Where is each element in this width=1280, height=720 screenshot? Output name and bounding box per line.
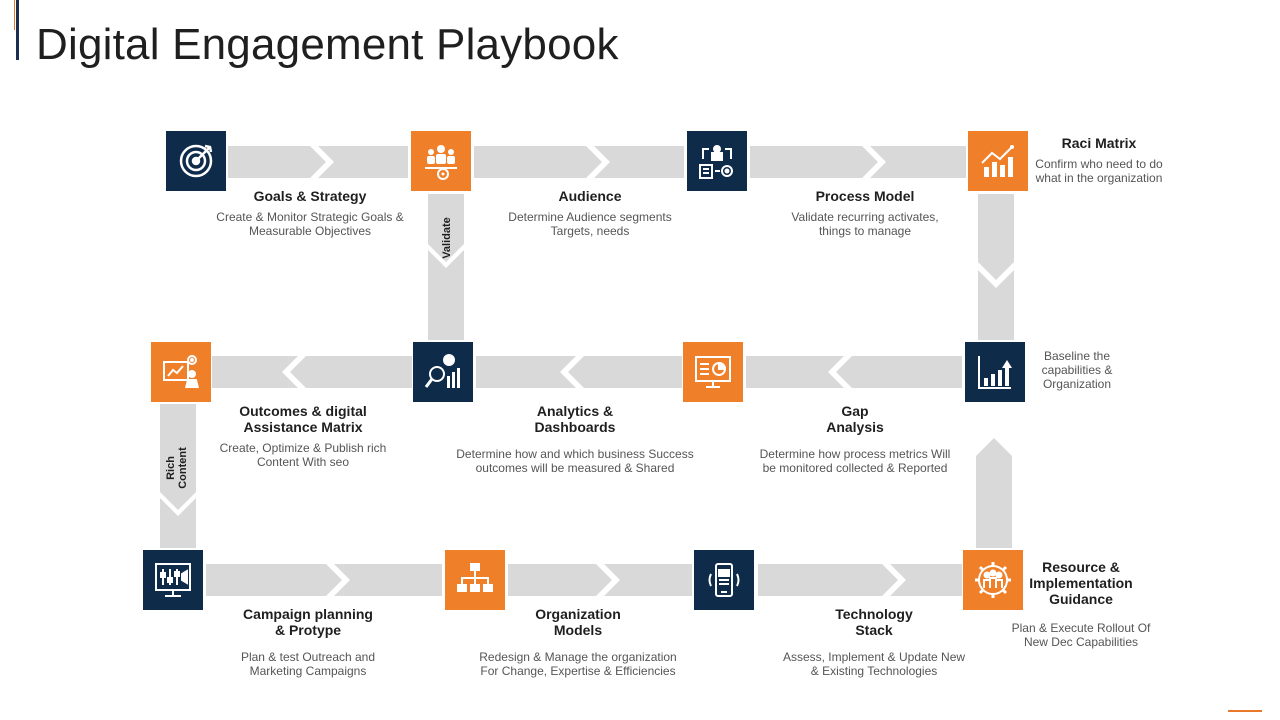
resource-label: Resource & Implementation Guidance Plan …: [1006, 559, 1156, 649]
baseline-tile[interactable]: [965, 342, 1025, 402]
audience-label: Audience Determine Audience segments Tar…: [490, 188, 690, 238]
arrow-r2-f: [212, 356, 298, 388]
process-tile[interactable]: [687, 131, 747, 191]
gap-tile[interactable]: [683, 342, 743, 402]
org-title: Organization Models: [535, 606, 621, 638]
goals-desc: Create & Monitor Strategic Goals & Measu…: [216, 210, 404, 238]
goals-title: Goals & Strategy: [253, 188, 367, 204]
org-chart-icon: [457, 563, 493, 592]
arrow-r2-d: [476, 356, 576, 388]
goals-tile[interactable]: [166, 131, 226, 191]
tech-label: Technology Stack Assess, Implement & Upd…: [764, 606, 984, 678]
audience-title: Audience: [558, 188, 622, 204]
corner-accent-line: [1228, 710, 1262, 712]
arrow-validate-a: [428, 194, 464, 262]
arrow-r3-b: [334, 564, 442, 596]
org-label: Organization Models Redesign & Manage th…: [463, 606, 693, 678]
raci-title: Raci Matrix: [1061, 135, 1137, 151]
resource-title: Resource & Implementation Guidance: [1029, 559, 1133, 607]
arrow-rich-b: [160, 498, 196, 548]
arrow-down-raci-a: [978, 194, 1014, 280]
raci-tile[interactable]: [968, 131, 1028, 191]
bar-chart-icon: [978, 356, 1012, 389]
arrow-r3-f: [890, 564, 962, 596]
arrow-r1-d: [594, 146, 684, 178]
arrow-r3-a: [206, 564, 342, 596]
goals-label: Goals & Strategy Create & Monitor Strate…: [210, 188, 410, 238]
resource-desc: Plan & Execute Rollout Of New Dec Capabi…: [1011, 621, 1151, 649]
arrow-r2-b: [746, 356, 844, 388]
org-desc: Redesign & Manage the organization For C…: [479, 650, 677, 678]
arrow-validate-b: [428, 250, 464, 340]
title-accent-bar: [14, 0, 19, 60]
audience-icon: [425, 145, 457, 180]
analytics-title: Analytics & Dashboards: [534, 403, 616, 435]
campaign-tile[interactable]: [143, 550, 203, 610]
arrow-r3-e: [758, 564, 898, 596]
process-desc: Validate recurring activates, things to …: [791, 210, 939, 238]
presentation-icon: [163, 355, 199, 389]
process-icon: [699, 145, 733, 179]
outcomes-tile[interactable]: [151, 342, 211, 402]
raci-label: Raci Matrix Confirm who need to do what …: [1024, 135, 1174, 185]
tech-title: Technology Stack: [835, 606, 913, 638]
campaign-icon: [155, 563, 191, 597]
arrow-r2-a: [836, 356, 962, 388]
campaign-label: Campaign planning & Protype Plan & test …: [208, 606, 408, 678]
arrow-r1-f: [870, 146, 966, 178]
mobile-tech-icon: [708, 563, 740, 597]
campaign-title: Campaign planning & Protype: [243, 606, 373, 638]
tech-desc: Assess, Implement & Update New & Existin…: [782, 650, 966, 678]
baseline-label: Baseline the capabilities & Organization: [1020, 349, 1134, 391]
arrow-r3-c: [508, 564, 612, 596]
arrow-down-raci-b: [978, 270, 1014, 340]
analytics-desc: Determine how and which business Success…: [456, 447, 694, 475]
outcomes-label: Outcomes & digital Assistance Matrix Cre…: [203, 403, 403, 469]
outcomes-title: Outcomes & digital Assistance Matrix: [239, 403, 367, 435]
arrow-r2-c: [568, 356, 682, 388]
arrow-up-resource: [976, 438, 1012, 548]
audience-tile[interactable]: [411, 131, 471, 191]
validate-label: Validate: [441, 217, 453, 259]
raci-desc: Confirm who need to do what in the organ…: [1035, 157, 1163, 185]
baseline-desc: Baseline the capabilities & Organization: [1041, 349, 1113, 391]
analytics-label: Analytics & Dashboards Determine how and…: [445, 403, 705, 475]
team-gear-icon: [975, 562, 1011, 598]
target-icon: [179, 144, 213, 178]
process-label: Process Model Validate recurring activat…: [765, 188, 965, 238]
page-title: Digital Engagement Playbook: [36, 20, 619, 69]
audience-desc: Determine Audience segments Targets, nee…: [508, 210, 672, 238]
arrow-r3-d: [604, 564, 692, 596]
growth-chart-icon: [981, 145, 1014, 177]
resource-tile[interactable]: [963, 550, 1023, 610]
outcomes-desc: Create, Optimize & Publish rich Content …: [219, 441, 387, 469]
analytics-tile[interactable]: [413, 342, 473, 402]
arrow-r1-a: [228, 146, 326, 178]
process-title: Process Model: [815, 188, 915, 204]
analytics-icon: [424, 354, 460, 388]
arrow-r1-b: [318, 146, 408, 178]
rich-content-label: Rich Content: [165, 447, 189, 489]
tech-tile[interactable]: [694, 550, 754, 610]
gap-title: Gap Analysis: [826, 403, 884, 435]
arrow-r1-e: [750, 146, 878, 178]
monitor-chart-icon: [695, 356, 731, 388]
gap-desc: Determine how process metrics Will be mo…: [759, 447, 951, 475]
arrow-r2-e: [290, 356, 412, 388]
arrow-r1-c: [474, 146, 602, 178]
arrow-rich-a: [160, 404, 196, 510]
campaign-desc: Plan & test Outreach and Marketing Campa…: [240, 650, 376, 678]
org-tile[interactable]: [445, 550, 505, 610]
gap-label: Gap Analysis Determine how process metri…: [745, 403, 965, 475]
